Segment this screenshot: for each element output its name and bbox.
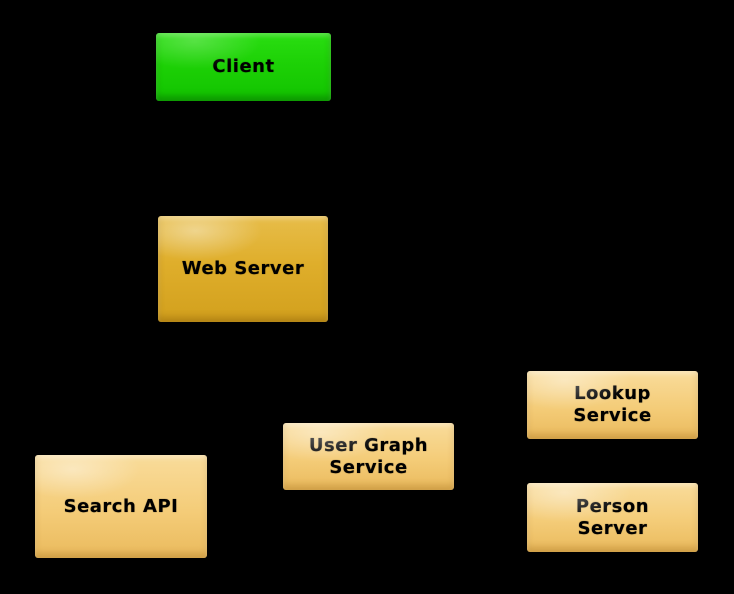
node-web-server: Web Server bbox=[158, 216, 328, 322]
node-lookup-service: Lookup Service bbox=[527, 371, 698, 439]
node-user-graph-service: User Graph Service bbox=[283, 423, 454, 490]
node-user-graph-service-label-line1: User Graph bbox=[308, 434, 429, 456]
node-lookup-service-label-line2: Service bbox=[573, 405, 652, 426]
node-person-server-label-line1: Person bbox=[575, 495, 650, 517]
node-person-server-label-line2: Server bbox=[577, 517, 648, 539]
node-lookup-service-label-line1: Lookup bbox=[574, 383, 651, 404]
node-search-api-label: Search API bbox=[63, 495, 179, 517]
node-web-server-label: Web Server bbox=[181, 258, 305, 279]
node-client: Client bbox=[156, 33, 331, 101]
node-person-server: Person Server bbox=[527, 483, 698, 552]
node-client-label: Client bbox=[212, 56, 275, 77]
node-user-graph-service-label-line2: Service bbox=[329, 456, 408, 478]
node-search-api: Search API bbox=[35, 455, 207, 558]
